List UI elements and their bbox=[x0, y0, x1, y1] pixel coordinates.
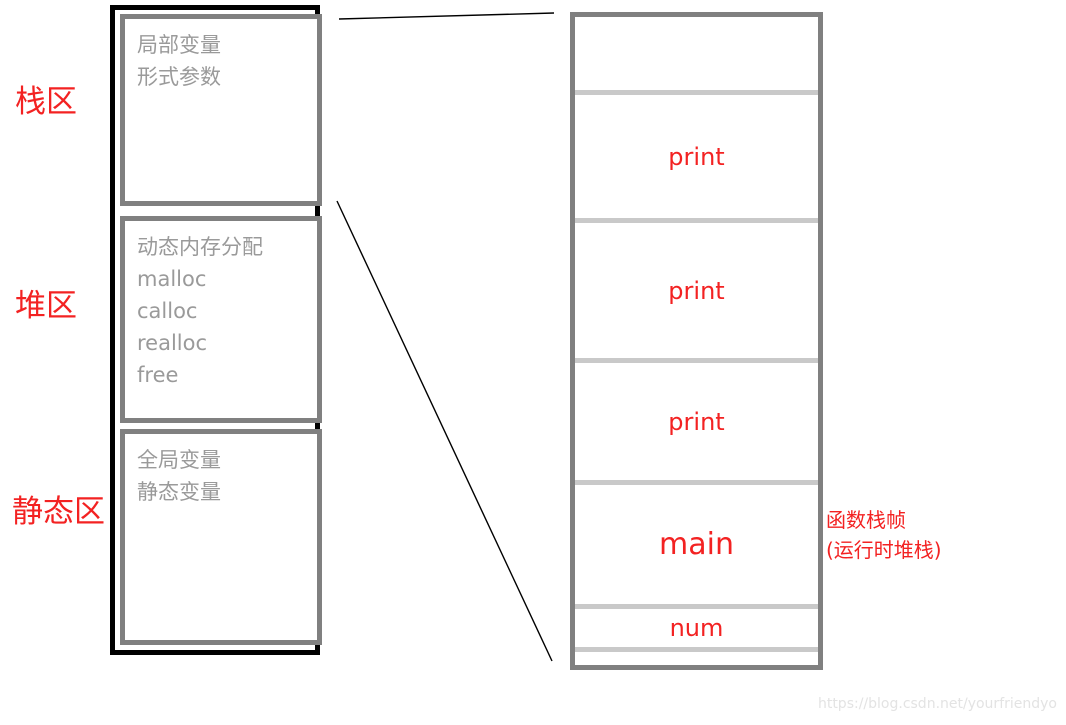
frame-divider bbox=[575, 90, 818, 95]
stack-frame-print-3: print bbox=[575, 363, 818, 480]
heap-area-line: 动态内存分配 bbox=[137, 235, 263, 259]
connector-line-diagonal bbox=[336, 200, 553, 662]
stack-frame-main: main bbox=[575, 485, 818, 604]
stack-region-label: 栈区 bbox=[15, 84, 77, 120]
call-stack-side-note: 函数栈帧 (运行时堆栈) bbox=[826, 505, 942, 565]
heap-area-line: malloc bbox=[137, 267, 207, 291]
frame-divider bbox=[575, 218, 818, 223]
stack-frame-empty-top bbox=[575, 17, 818, 90]
heap-area-line: realloc bbox=[137, 331, 208, 355]
side-note-line-1: 函数栈帧 bbox=[826, 508, 906, 532]
stack-area-line: 局部变量 bbox=[137, 33, 221, 57]
stack-frame-num: num bbox=[575, 609, 818, 647]
heap-area-box: 动态内存分配 malloc calloc realloc free bbox=[120, 216, 322, 423]
frame-divider bbox=[575, 480, 818, 485]
side-note-line-2: (运行时堆栈) bbox=[826, 538, 942, 562]
stack-frame-print-2: print bbox=[575, 223, 818, 358]
stack-area-box: 局部变量 形式参数 bbox=[120, 14, 322, 206]
heap-area-line: calloc bbox=[137, 299, 198, 323]
heap-area-line: free bbox=[137, 363, 179, 387]
static-region-label: 静态区 bbox=[12, 494, 105, 530]
stack-area-line: 形式参数 bbox=[137, 65, 221, 89]
frame-divider bbox=[575, 358, 818, 363]
call-stack-column: print print print main num bbox=[570, 12, 823, 670]
stack-frame-empty-bottom bbox=[575, 652, 818, 665]
connector-line-top bbox=[338, 12, 555, 20]
static-area-box: 全局变量 静态变量 bbox=[120, 429, 322, 645]
frame-divider bbox=[575, 604, 818, 609]
static-area-line: 全局变量 bbox=[137, 448, 221, 472]
stack-frame-print-1: print bbox=[575, 95, 818, 218]
static-area-line: 静态变量 bbox=[137, 480, 221, 504]
frame-divider bbox=[575, 647, 818, 652]
watermark-url: https://blog.csdn.net/yourfriendyo bbox=[817, 696, 1057, 712]
heap-region-label: 堆区 bbox=[15, 288, 77, 324]
